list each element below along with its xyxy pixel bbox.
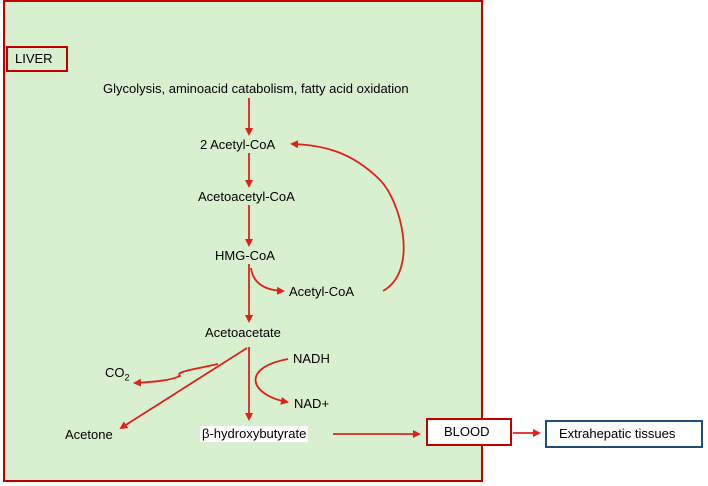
blood-box: BLOOD xyxy=(426,418,512,446)
node-acetoacetyl-coa: Acetoacetyl-CoA xyxy=(198,189,295,204)
node-sources: Glycolysis, aminoacid catabolism, fatty … xyxy=(103,81,409,96)
arrow-acetoacetate-to-acetone xyxy=(119,347,248,430)
extrahepatic-tissues-box: Extrahepatic tissues xyxy=(545,420,703,448)
node-nad-plus: NAD+ xyxy=(294,396,330,411)
arrow-decarboxylation-co2 xyxy=(133,363,219,387)
node-acetone: Acetone xyxy=(65,427,113,442)
node-nadh: NADH xyxy=(293,351,330,366)
node-beta-hydroxybutyrate: β-hydroxybutyrate xyxy=(200,426,309,442)
node-co2: CO2 xyxy=(105,365,130,383)
arrow-nadh-to-nad xyxy=(254,358,289,405)
node-hmg-coa: HMG-CoA xyxy=(215,248,275,263)
arrow-hmgcoa-to-acetylcoa xyxy=(250,267,285,295)
liver-label: LIVER xyxy=(6,46,68,72)
arrow-acetylcoa-recycle xyxy=(290,140,405,292)
node-2-acetyl-coa: 2 Acetyl-CoA xyxy=(200,137,276,152)
node-acetoacetate: Acetoacetate xyxy=(205,325,281,340)
node-acetyl-coa: Acetyl-CoA xyxy=(289,284,355,299)
